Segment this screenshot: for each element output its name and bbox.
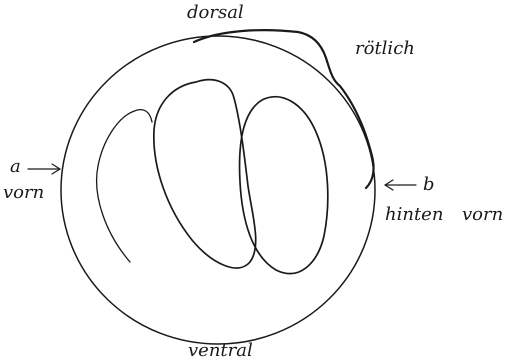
label-hinten: hinten <box>385 206 443 224</box>
label-roetlich: rötlich <box>355 40 415 58</box>
label-vorn-right: vorn <box>462 206 503 224</box>
label-vorn-left: vorn <box>3 184 44 202</box>
right-lobe-outline <box>240 97 328 274</box>
label-ventral: ventral <box>188 342 253 360</box>
label-b: b <box>423 176 435 194</box>
reddish-cap-outline <box>194 30 374 188</box>
arrow-a <box>28 164 60 174</box>
label-a: a <box>10 158 21 176</box>
label-dorsal: dorsal <box>187 4 244 22</box>
arrow-b <box>385 180 416 190</box>
left-lobe-outline <box>97 110 152 262</box>
